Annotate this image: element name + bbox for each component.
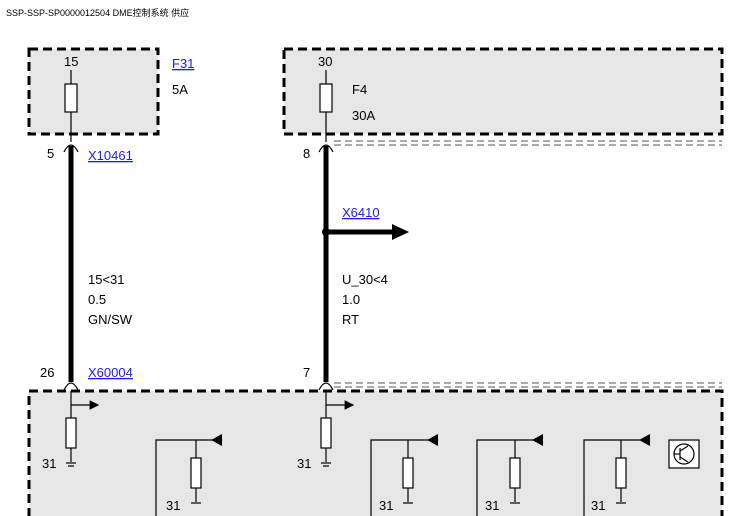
- circuit-c-resistor: [509, 457, 521, 489]
- connector-arc-right-bottom: [318, 382, 334, 391]
- circuit-c-arrow-icon: [532, 434, 543, 446]
- fuse-right-name: F4: [352, 82, 367, 97]
- fuse-box-right: [282, 47, 724, 136]
- fuse-right-rating: 30A: [352, 108, 375, 123]
- fuse-left-link[interactable]: F31: [172, 56, 194, 71]
- circuit-d-arrow-icon: [639, 434, 650, 446]
- circuit-d-wire: [583, 439, 650, 516]
- fuse-left-symbol: [64, 83, 78, 113]
- circuit-a-wire: [155, 439, 222, 516]
- ground-label-5: 31: [485, 498, 499, 513]
- circuit-d-resistor: [615, 457, 627, 489]
- wire-left-color: GN/SW: [88, 312, 133, 327]
- wire-left-bottom-pin: 26: [40, 365, 54, 380]
- wire-left-signal: 15<31: [88, 272, 125, 287]
- wire-right-signal: U_30<4: [342, 272, 388, 287]
- wire-right-gauge: 1.0: [342, 292, 360, 307]
- control-unit-box: [27, 389, 724, 516]
- circuit-c-wire: [476, 439, 543, 516]
- transistor-icon: [668, 439, 700, 469]
- circuit-b-wire: [370, 439, 438, 516]
- connector-x6410-link[interactable]: X6410: [342, 205, 380, 220]
- fuse-box-left: [27, 47, 160, 136]
- wire-left-gauge: 0.5: [88, 292, 106, 307]
- ground-label-1: 31: [42, 456, 56, 471]
- connector-arc-right-top: [318, 144, 334, 153]
- fuse-right-symbol: [319, 83, 333, 113]
- fuse-left-rating: 5A: [172, 82, 188, 97]
- page-title: SSP-SSP-SP0000012504 DME控制系统 供应: [6, 7, 189, 18]
- connector-x60004-link[interactable]: X60004: [88, 365, 133, 380]
- wire-left-top-pin: 5: [47, 146, 54, 161]
- input-right-resistor: [320, 417, 332, 449]
- connector-arc-left-top: [63, 144, 79, 153]
- connector-x10461-link[interactable]: X10461: [88, 148, 133, 163]
- fuse-left-terminal: 15: [64, 54, 78, 69]
- input-left-resistor: [65, 417, 77, 449]
- ground-label-4: 31: [379, 498, 393, 513]
- wire-right-bottom-pin: 7: [303, 365, 310, 380]
- wire-right-color: RT: [342, 312, 359, 327]
- branch-arrow-icon: [392, 224, 409, 240]
- circuit-b-resistor: [402, 457, 414, 489]
- circuit-a-resistor: [190, 457, 202, 489]
- circuit-a-arrow-icon: [211, 434, 222, 446]
- connector-arc-left-bottom: [63, 382, 79, 391]
- wire-right-top-pin: 8: [303, 146, 310, 161]
- circuit-b-arrow-icon: [427, 434, 438, 446]
- ground-label-6: 31: [591, 498, 605, 513]
- ground-label-3: 31: [166, 498, 180, 513]
- ground-label-2: 31: [297, 456, 311, 471]
- fuse-right-terminal: 30: [318, 54, 332, 69]
